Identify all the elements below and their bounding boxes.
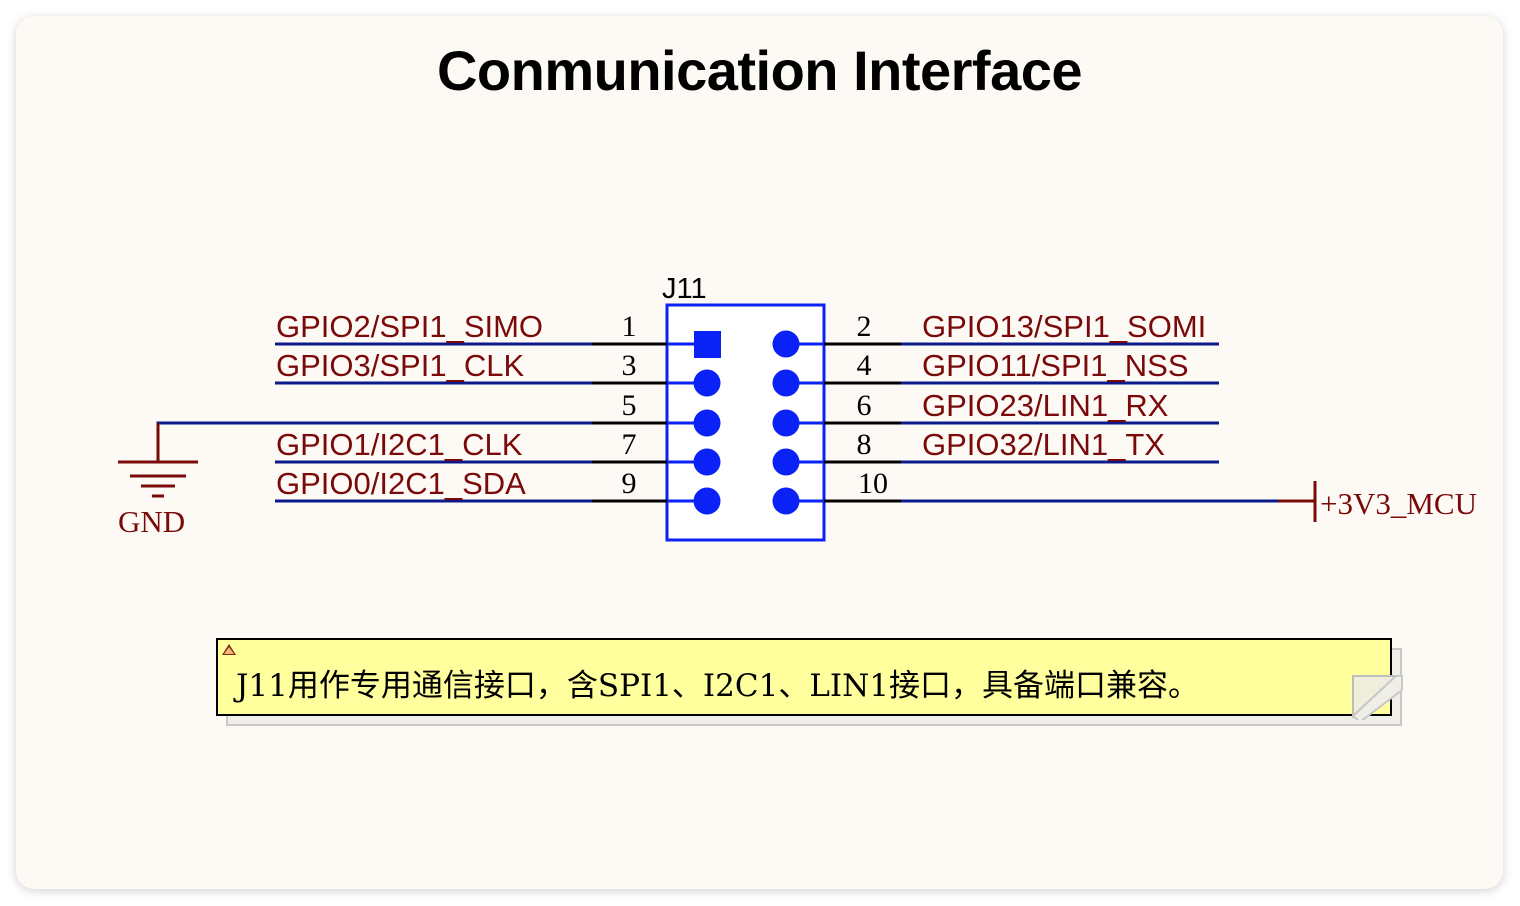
sheet-title: Conmunication Interface (436, 39, 1083, 102)
pin-3-pad[interactable] (693, 369, 721, 397)
pin-5-pad[interactable] (693, 409, 721, 437)
pin-7-pad[interactable] (693, 448, 721, 476)
connector-pins: 1 2 3 4 5 6 7 8 9 10 (592, 310, 901, 515)
net-label-right: GPIO11/SPI1_NSS (922, 348, 1189, 383)
pin-9-pad[interactable] (693, 487, 721, 515)
net-label-right: GPIO13/SPI1_SOMI (922, 309, 1206, 344)
pin-number: 3 (622, 349, 637, 382)
net-label-left: GPIO1/I2C1_CLK (276, 427, 523, 462)
note-collapse-icon[interactable] (222, 644, 236, 655)
net-label-right: GPIO23/LIN1_RX (922, 388, 1169, 423)
pin-number: 10 (858, 467, 888, 500)
note-text: J11用作专用通信接口，含SPI1、I2C1、LIN1接口，具备端口兼容。 (236, 668, 1200, 704)
pin-number: 8 (857, 428, 872, 461)
pin-number: 6 (857, 389, 872, 422)
gnd-label: GND (118, 504, 185, 539)
connector-ref: J11 (662, 273, 707, 305)
pin-10-pad[interactable] (772, 487, 800, 515)
note-fold-corner (1351, 675, 1403, 720)
pin-number: 9 (622, 467, 637, 500)
pin-number: 1 (622, 310, 637, 343)
net-label-left: GPIO0/I2C1_SDA (276, 466, 526, 501)
net-label-left: GPIO2/SPI1_SIMO (276, 309, 543, 344)
pin-number: 5 (622, 389, 637, 422)
pin-8-pad[interactable] (772, 448, 800, 476)
pin-4-pad[interactable] (772, 369, 800, 397)
pin-1-pad[interactable] (694, 331, 721, 358)
pin-6-pad[interactable] (772, 409, 800, 437)
net-label-right: GPIO32/LIN1_TX (922, 427, 1165, 462)
net-label-left: GPIO3/SPI1_CLK (276, 348, 524, 383)
pin-number: 4 (857, 349, 872, 382)
design-note[interactable]: J11用作专用通信接口，含SPI1、I2C1、LIN1接口，具备端口兼容。 (216, 638, 1392, 716)
pin-number: 7 (622, 428, 637, 461)
ground-symbol[interactable] (118, 460, 198, 498)
pin-number: 2 (857, 310, 872, 343)
power-label: +3V3_MCU (1320, 486, 1477, 521)
pin-2-pad[interactable] (772, 330, 800, 358)
